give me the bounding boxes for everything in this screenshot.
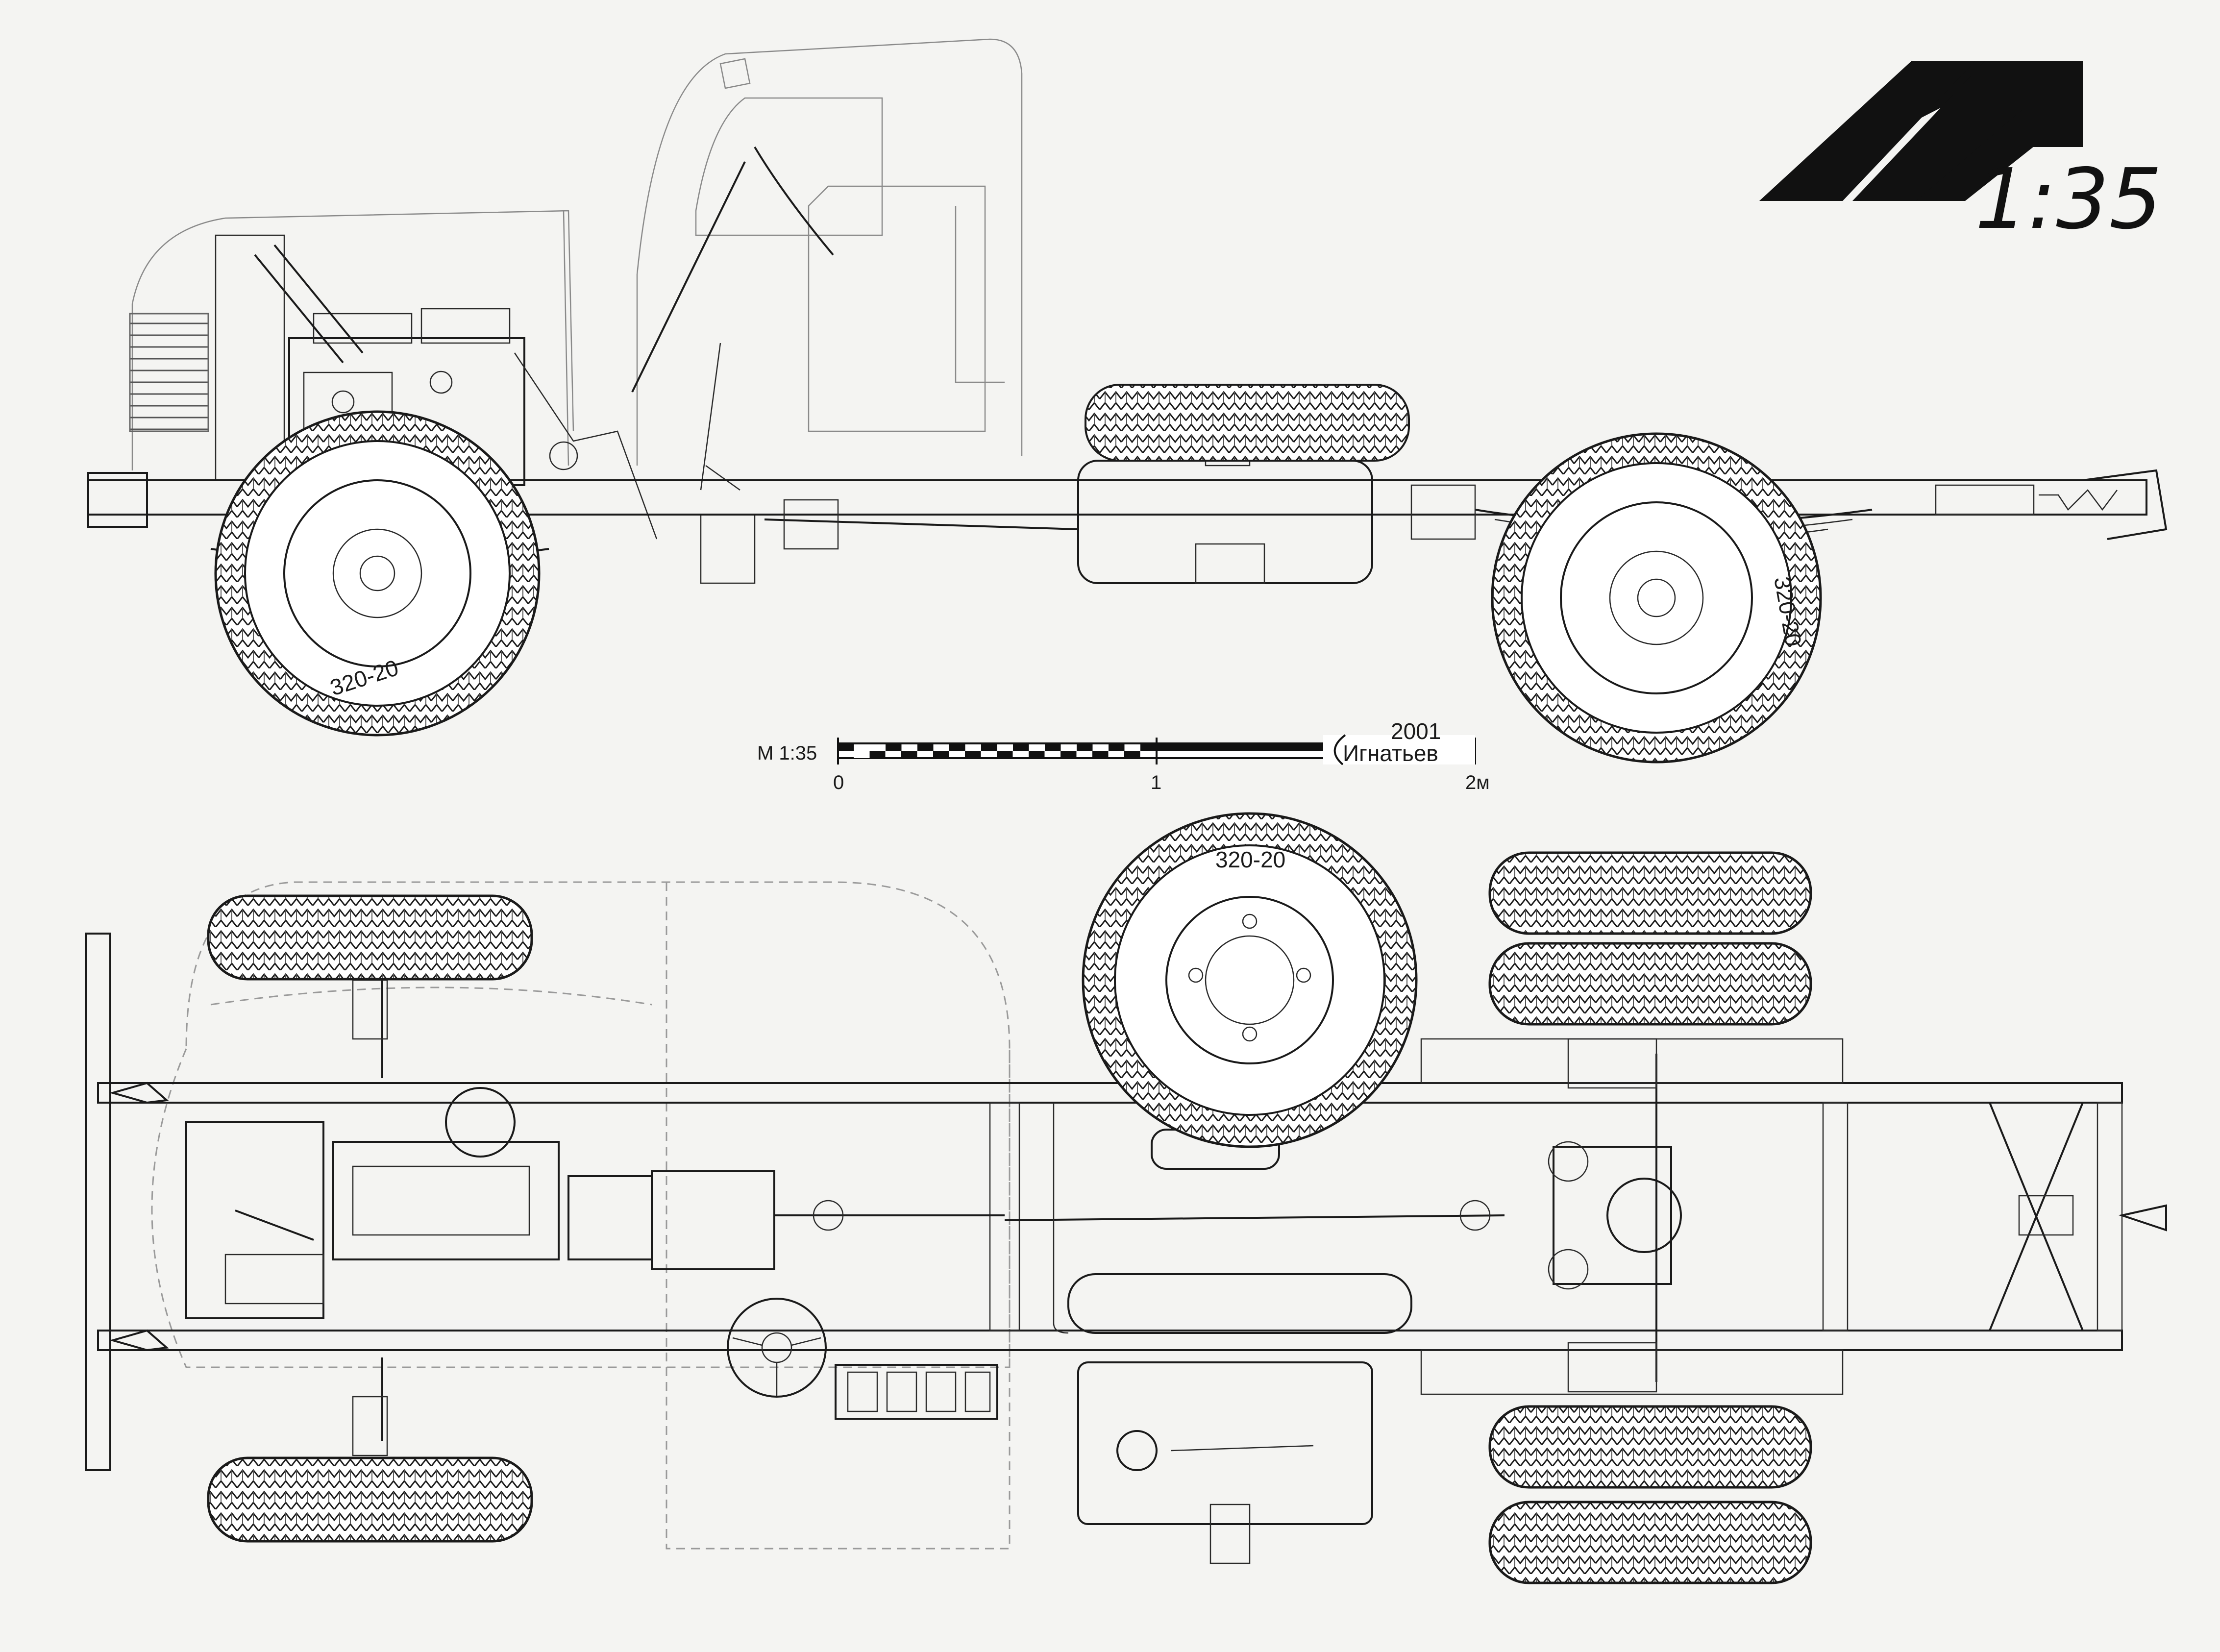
top-rear-wheel-right-outer <box>1488 1501 1812 1584</box>
top-frame <box>97 1082 2123 1351</box>
top-tow-hooks <box>109 1082 2167 1352</box>
signature-icon <box>1333 734 1346 765</box>
top-engine <box>185 1087 560 1319</box>
side-steering <box>631 146 834 584</box>
top-rear-wheel-left-outer <box>1488 851 1812 935</box>
scale-tick-0: 0 <box>833 772 844 793</box>
top-spare-wheel: 320-20 <box>1082 812 1418 1148</box>
top-rear-axle <box>1548 1038 1682 1393</box>
top-rear-wheel-right-inner <box>1488 1405 1812 1489</box>
top-front-axle <box>352 975 388 1456</box>
spare-tire-marking: 320-20 <box>1215 847 1285 872</box>
scale-bar-label: М 1:35 <box>757 742 817 764</box>
scale-bar: М 1:35 0 <box>757 718 1490 793</box>
signature-year: 2001 <box>1391 718 1441 744</box>
logo: 1:35 <box>1759 61 2162 248</box>
scale-tick-1: 1 <box>1151 772 1161 793</box>
top-fuel-tank <box>1077 1361 1373 1564</box>
side-front-wheel: 320-20 <box>214 410 541 737</box>
side-rear-wheel: 320-20 <box>1491 432 1822 764</box>
top-front-wheel-right <box>207 1456 533 1543</box>
side-view: 320-20 320-20 <box>87 38 2168 764</box>
side-hood <box>129 210 574 470</box>
scale-tick-2: 2м <box>1465 772 1490 793</box>
side-spare-wheel <box>1085 384 1410 462</box>
top-battery <box>835 1364 998 1420</box>
top-view: 320-20 <box>85 812 2167 1584</box>
top-rear-springs <box>1420 1038 1844 1395</box>
top-drivetrain <box>567 1170 1505 1270</box>
signature: 2001 Игнатьев <box>1323 718 1475 766</box>
top-front-bumper <box>85 933 111 1471</box>
top-steering-wheel <box>727 1298 827 1398</box>
logo-scale-text: 1:35 <box>1975 151 2162 248</box>
side-engine <box>215 234 658 540</box>
top-front-wheel-left <box>207 894 533 981</box>
logo-m-icon <box>1759 61 2083 201</box>
top-rear-wheel-left-inner <box>1488 942 1812 1026</box>
side-cab <box>636 38 1023 466</box>
side-driveshaft <box>764 484 1476 550</box>
side-frame <box>87 469 2168 540</box>
signature-author: Игнатьев <box>1343 740 1438 766</box>
